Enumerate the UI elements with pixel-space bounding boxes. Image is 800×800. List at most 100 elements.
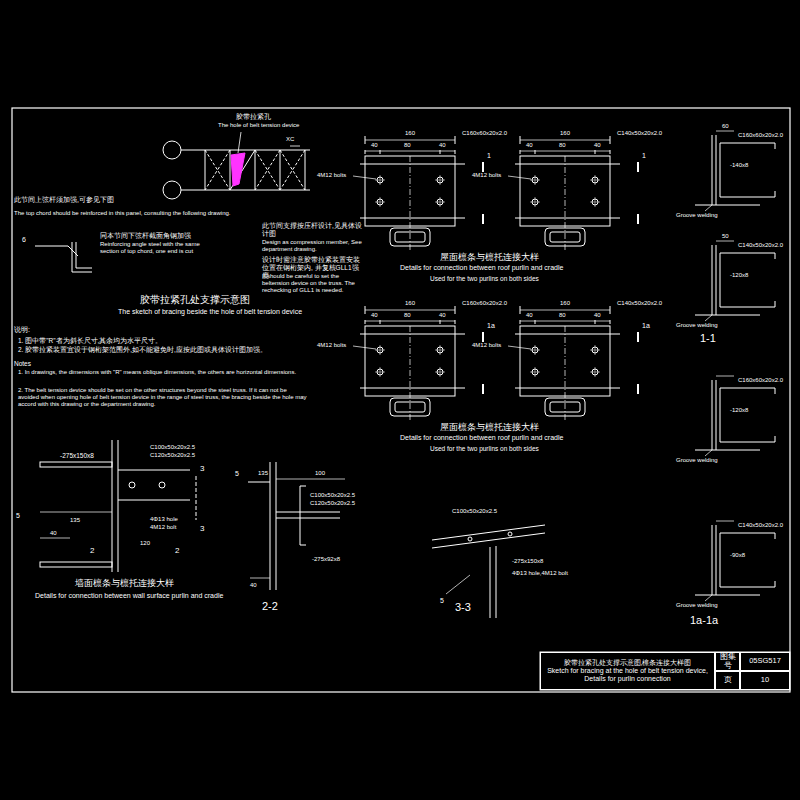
drawing-label: 40 (371, 142, 378, 149)
drawing-label: 80 (559, 142, 566, 149)
purlin-section (300, 486, 306, 545)
purlin-flange (360, 164, 465, 165)
drawing-label: Details for connection between roof purl… (400, 434, 563, 442)
tube-section (390, 228, 430, 246)
dimension-line (520, 310, 610, 311)
brace-diagonal (205, 150, 230, 190)
bolt-hole (159, 482, 165, 488)
drawing-label: 80 (404, 142, 411, 149)
drawing-label: 40 (50, 530, 57, 537)
purlin-section-detail (695, 376, 775, 456)
leader-line (508, 346, 531, 349)
angle-line (248, 482, 270, 483)
purlin-flange (515, 164, 620, 165)
center-line (565, 156, 566, 250)
section-mark (637, 214, 639, 224)
drawing-label: 135 (258, 470, 268, 477)
base-line (695, 450, 760, 451)
section-mark (482, 332, 484, 342)
dimension-line (365, 310, 455, 311)
bolt-cross (440, 345, 441, 355)
title-block-cell: 图集号 (715, 652, 740, 671)
drawing-label: 3-3 (455, 601, 471, 614)
leader-line (705, 205, 712, 211)
drawing-label: Groove welding (676, 322, 718, 329)
tube-section (395, 402, 425, 412)
title-block-cell: 胶带拉紧孔处支撑示意图,檩条连接大样图Sketch for bracing at… (540, 652, 715, 690)
sheet-border (12, 108, 790, 692)
section-mark (482, 214, 484, 224)
dimension-tick (380, 150, 381, 154)
bolt-cross (535, 197, 536, 207)
brace-diagonal (205, 150, 230, 190)
drawing-label: 4Φ13 hole,4M12 bolt (512, 570, 568, 577)
purlin-flange (360, 388, 465, 389)
drawing-label: The top chord should be reinforced in th… (14, 210, 230, 217)
dimension-line (365, 321, 455, 322)
section-line (196, 476, 197, 520)
truss-vertical (255, 150, 256, 190)
drawing-label: 1a-1a (690, 614, 718, 627)
plate-line (716, 380, 717, 450)
plate (40, 562, 112, 567)
base-line (695, 315, 760, 316)
drawing-label: 同本节间下弦杆截面角钢加强 (100, 232, 191, 240)
drawing-label: 60 (722, 123, 729, 130)
drawing-label: 100 (315, 470, 325, 477)
drawing-label: C140x50x20x2.0 (617, 130, 662, 137)
drawing-label: 80 (404, 312, 411, 319)
column-line (490, 547, 491, 618)
bolt-cross (380, 345, 381, 355)
bolt-cross (595, 367, 596, 377)
drawing-label: 6 (22, 236, 26, 244)
drawing-label: 1a (487, 322, 495, 330)
drawing-label: 屋面檩条与檩托连接大样 (440, 422, 539, 433)
purlin-line (432, 533, 545, 548)
drawing-label: Groove welding (676, 457, 718, 464)
drawing-label: 说明: (14, 326, 30, 334)
dimension-tick (535, 320, 536, 324)
drawing-label: 40 (526, 142, 533, 149)
bolt-cross (440, 175, 441, 185)
drawing-label: 屋面檩条与檩托连接大样 (440, 252, 539, 263)
drawing-label: 4M12 bolts (317, 342, 346, 349)
drawing-label: Used for the two purlins on both sides (430, 275, 539, 283)
plate-line (712, 525, 713, 595)
dimension-line (250, 578, 270, 579)
dimension-line (365, 151, 455, 152)
c-purlin (720, 533, 775, 587)
dimension-tick (365, 150, 366, 154)
dimension-tick (610, 150, 611, 154)
leader-line (705, 450, 712, 456)
roof-purlin-detail (353, 136, 483, 250)
plate-line (712, 135, 713, 205)
purlin-line (118, 500, 190, 501)
leader-line (238, 132, 241, 153)
dimension-tick (365, 320, 366, 324)
dimension-tick (455, 136, 456, 144)
brace-diagonal (230, 150, 255, 190)
bolt-cross (595, 197, 596, 207)
drawing-label: 胶带拉紧孔处支撑示意图 (140, 294, 250, 306)
drawing-label: -90x8 (730, 552, 745, 559)
brace-diagonal (280, 150, 305, 190)
drawing-label: -275x150x8 (60, 452, 94, 460)
base-line (695, 595, 760, 596)
bolt-cross (440, 367, 441, 377)
drawing-label: 1 (487, 152, 491, 160)
truss-vertical (305, 150, 306, 190)
leader-line (353, 176, 376, 179)
drawing-label: 5 (235, 470, 239, 478)
roof-purlin-detail (353, 306, 483, 420)
drawing-label: 40 (439, 312, 446, 319)
brace-diagonal (255, 150, 280, 190)
leader-line (290, 146, 300, 147)
belt-hole (231, 153, 245, 186)
leader-line (705, 315, 712, 321)
dimension-tick (595, 320, 596, 324)
purlin-flange (515, 334, 620, 335)
dimension-line (40, 512, 112, 513)
drawing-label: 4Φ13 hole (150, 516, 178, 523)
drawing-label: 80 (559, 312, 566, 319)
bolt-cross (535, 367, 536, 377)
